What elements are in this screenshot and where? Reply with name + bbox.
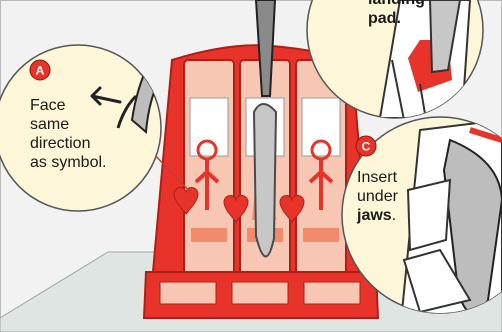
callout-b-line-1: landing xyxy=(368,0,448,9)
callout-a-text: Face same direction as symbol. xyxy=(30,96,120,172)
callout-c-text: Insert under jaws. xyxy=(357,168,437,225)
callout-b-line-2: pad. xyxy=(368,9,448,28)
blade-slot-1 xyxy=(184,60,234,290)
callout-a-line-3: direction xyxy=(30,134,120,153)
scalpel-blade xyxy=(254,104,276,257)
callout-c-line-2: under xyxy=(357,187,437,206)
callout-b-text: landing pad. xyxy=(368,0,448,28)
callout-c-line-1: Insert xyxy=(357,168,437,187)
badge-a-letter: A xyxy=(36,64,45,78)
callout-c-line-3: jaws. xyxy=(357,206,437,225)
callout-c-emphasis: jaws xyxy=(357,207,392,224)
callout-a-line-2: same xyxy=(30,115,120,134)
badge-c-letter: C xyxy=(362,140,371,154)
callout-c-suffix: . xyxy=(392,207,396,224)
callout-a-line-4: as symbol. xyxy=(30,153,120,172)
callout-a-line-1: Face xyxy=(30,96,120,115)
